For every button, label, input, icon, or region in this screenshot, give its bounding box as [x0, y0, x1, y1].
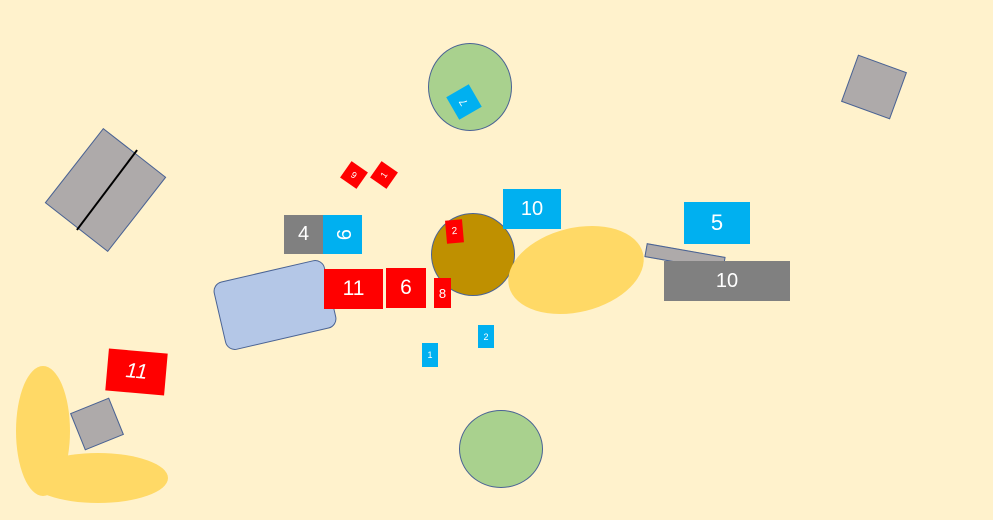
label-11-left: 11 [105, 348, 168, 396]
square-table-top-right [841, 54, 907, 120]
label-8: 8 [434, 278, 451, 308]
label-9: 9 [323, 215, 362, 254]
label-10-gray: 10 [664, 261, 790, 301]
label-1-blue: 1 [422, 343, 438, 367]
label-4: 4 [284, 215, 323, 254]
label-2-red: 2 [445, 219, 464, 244]
square-table-bottom-left [70, 397, 124, 451]
rug-ellipse-left-horizontal [28, 453, 168, 503]
label-11: 11 [324, 269, 383, 309]
label-2-blue: 2 [478, 325, 494, 348]
label-6: 6 [386, 268, 426, 308]
label-small-1: 1 [370, 161, 398, 189]
label-small-6: 6 [340, 161, 368, 189]
sofa [211, 258, 339, 352]
label-5: 5 [684, 202, 750, 244]
label-10-top: 10 [503, 189, 561, 229]
round-table-bottom [459, 410, 543, 488]
rug-ellipse-right [498, 212, 654, 328]
